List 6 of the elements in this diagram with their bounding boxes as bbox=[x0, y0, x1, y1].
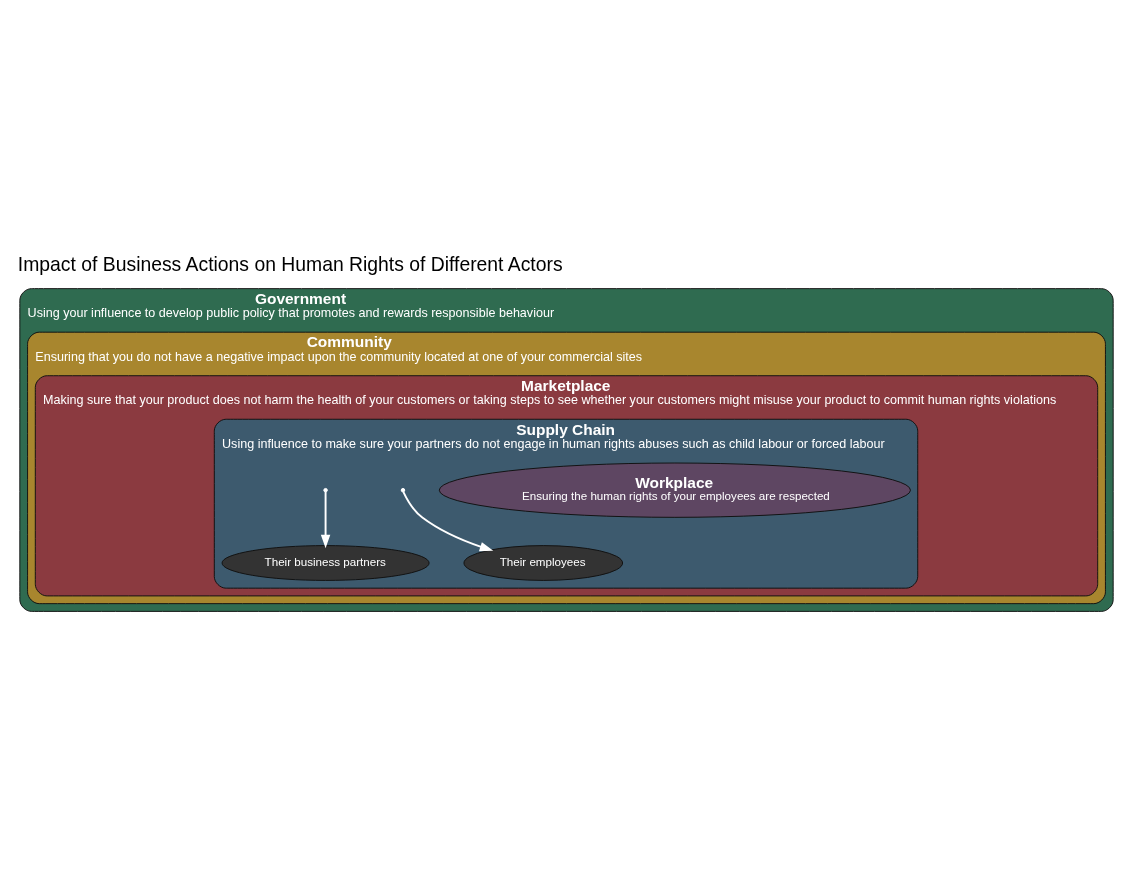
node-ellipse: Workplace Ensuring the human rights of your employees are respected bbox=[438, 462, 911, 518]
node-ellipse: Their business partners bbox=[221, 544, 430, 581]
arrow bbox=[320, 490, 331, 548]
arrow bbox=[402, 490, 494, 551]
diagram-title: Impact of Business Actions on Human Rights of Different Actors bbox=[17, 252, 563, 275]
node-ellipse: Their employees bbox=[463, 544, 624, 581]
